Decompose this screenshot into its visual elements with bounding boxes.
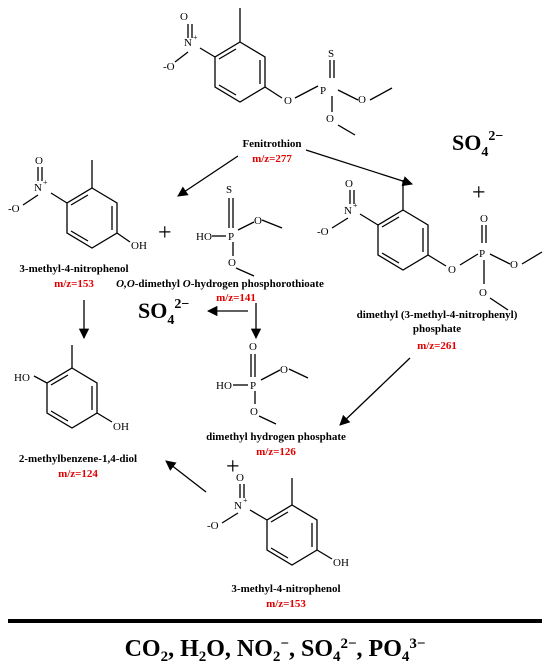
phosphate-structure: N + O -O O P O O O dimethyl (3-methyl-4-… [317,178,543,352]
plus-sign-bottom: + [226,454,240,480]
n-atom: N [344,205,352,217]
methoxy-o2-atom: O [479,287,487,299]
ho-group: HO [196,231,212,243]
nitro-o-minus-atom: -O [163,61,175,73]
fenitrothion-name: Fenitrothion [242,138,301,150]
svg-text:SO42−: SO42− [452,129,503,160]
fenitrothion-structure: N + O -O O P S O O Fenitrothion m/z=277 [163,8,393,165]
nitrophenol-b-name: 3-methyl-4-nitrophenol [231,583,340,595]
nitrophenol-a-name: 3-methyl-4-nitrophenol [19,263,128,275]
nitrophenol-a-structure: N + O -O OH 3-methyl-4-nitrophenol m/z=1… [8,155,147,290]
o-atom: O [345,178,353,190]
ether-o-atom: O [284,95,292,107]
plus-sign-left: + [158,220,172,246]
nitro-n-atom: N [184,37,192,49]
phosphorothioate-name: O,O-dimethyl O-hydrogen phosphorothioate [116,278,324,290]
methoxy-o-atom: O [358,94,366,106]
diol-name: 2-methylbenzene-1,4-diol [19,453,137,465]
sulfate-label-middle: SO42− [138,297,189,328]
n-charge: + [353,201,358,210]
arrow-phosphate-to-dhp [339,357,411,426]
phosphorothioate-mz: m/z=141 [216,292,256,304]
ether-o-atom: O [448,264,456,276]
s-atom: S [328,48,334,60]
n-charge: + [43,178,48,187]
phosphate-name-line2: phosphate [413,323,461,335]
plus-sign-top-right: + [472,180,486,206]
phosphate-mz: m/z=261 [417,340,457,352]
ho-group: HO [216,380,232,392]
diol-structure: HO OH 2-methylbenzene-1,4-diol m/z=124 [14,345,137,480]
o-minus-atom: -O [317,226,329,238]
o-atom-2: O [228,257,236,269]
n-atom: N [234,500,242,512]
nitrophenol-b-mz: m/z=153 [266,598,306,610]
arrow-to-phosphate [305,149,413,187]
final-products-line: CO2, H2O, NO2−, SO42−, PO43− [125,636,426,665]
o-atom: O [280,364,288,376]
methoxy-o2-atom: O [326,113,334,125]
nitrophenol-b-structure: N + O -O OH 3-methyl-4-nitrophenol m/z=1… [207,472,349,610]
oxo-o-atom: O [249,341,257,353]
arrow-nitrophenol-b-to-diol [165,460,207,493]
o-minus-atom: -O [207,520,219,532]
ho-group: HO [14,372,30,384]
o-atom-2: O [250,406,258,418]
o-atom: O [236,472,244,484]
sulfate-label-top: SO42− [452,129,503,160]
nitrophenol-a-mz: m/z=153 [54,278,94,290]
oh-group: OH [131,240,147,252]
fenitrothion-mz: m/z=277 [252,153,292,165]
p-atom: P [479,248,485,260]
diol-mz: m/z=124 [58,468,98,480]
p-atom: P [228,231,234,243]
s-atom: S [226,184,232,196]
oh-group: OH [113,421,129,433]
dhp-name: dimethyl hydrogen phosphate [206,431,346,443]
o-atom: O [254,215,262,227]
o-atom: O [35,155,43,167]
svg-text:SO42−: SO42− [138,297,189,328]
nitro-o-atom: O [180,11,188,23]
p-atom: P [250,380,256,392]
n-charge: + [193,33,198,42]
dhp-structure: P O HO O O dimethyl hydrogen phosphate m… [206,341,346,458]
dhp-mz: m/z=126 [256,446,296,458]
oxo-o-atom: O [480,213,488,225]
phosphate-name-line1: dimethyl (3-methyl-4-nitrophenyl) [357,309,518,321]
o-minus-atom: -O [8,203,20,215]
arrow-to-nitrophenol [177,155,239,197]
methoxy-o-atom: O [510,259,518,271]
p-atom: P [320,85,326,97]
phosphorothioate-structure: P S HO O O O,O-dimethyl O-hydrogen phosp… [116,184,324,304]
oh-group: OH [333,557,349,569]
n-charge: + [243,496,248,505]
n-atom: N [34,182,42,194]
